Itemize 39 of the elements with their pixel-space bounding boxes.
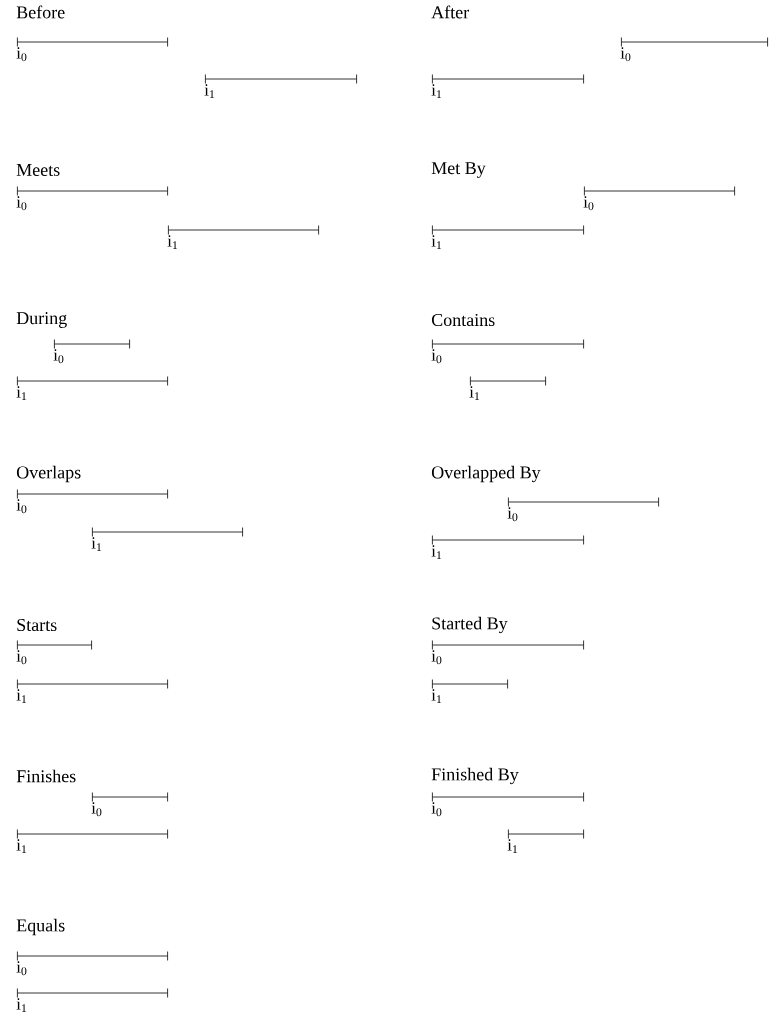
relation-title: During [16, 312, 67, 328]
relation-title: Overlapped By [431, 465, 541, 483]
interval-label: i$_{0}$ [507, 507, 518, 522]
relation-title: Started By [432, 616, 508, 634]
interval-label: i$_{1}$ [431, 84, 442, 99]
relation-title: Equals [16, 918, 65, 936]
interval-label: i$_{1}$ [16, 839, 27, 854]
interval-label: i$_{0}$ [91, 802, 102, 817]
interval-label: i$_{0}$ [16, 196, 27, 211]
interval-label: i$_{0}$ [16, 650, 27, 665]
interval-label: i$_{1}$ [469, 386, 480, 401]
interval-label: i$_{0}$ [16, 499, 27, 514]
relation-title: Starts [17, 618, 57, 632]
relation-title: Overlaps [16, 465, 81, 483]
relation-title: Finished By [431, 767, 519, 785]
interval-label: i$_{0}$ [431, 349, 442, 364]
interval-label: i$_{1}$ [167, 235, 178, 250]
interval-label: i$_{1}$ [431, 689, 442, 704]
interval-label: i$_{1}$ [16, 998, 27, 1013]
interval-label: i$_{0}$ [16, 47, 27, 62]
interval-label: i$_{0}$ [583, 196, 594, 211]
relation-title: Contains [431, 313, 495, 327]
interval-label: i$_{1}$ [91, 537, 102, 552]
interval-label: i$_{0}$ [16, 961, 27, 976]
interval-label: i$_{1}$ [431, 235, 442, 250]
interval-label: i$_{1}$ [16, 386, 27, 401]
relation-title: After [431, 5, 469, 19]
interval-label: i$_{1}$ [507, 839, 518, 854]
interval-label: i$_{1}$ [431, 545, 442, 560]
interval-label: i$_{0}$ [53, 349, 64, 364]
interval-label: i$_{0}$ [431, 650, 442, 665]
interval-label: i$_{1}$ [204, 84, 215, 99]
interval-label: i$_{1}$ [16, 689, 27, 704]
relation-title: Meets [16, 164, 60, 176]
interval-label: i$_{0}$ [620, 47, 631, 62]
relation-title: Met By [431, 162, 486, 178]
relation-title: Before [16, 5, 65, 19]
relation-title: Finishes [16, 769, 76, 783]
interval-label: i$_{0}$ [431, 802, 442, 817]
